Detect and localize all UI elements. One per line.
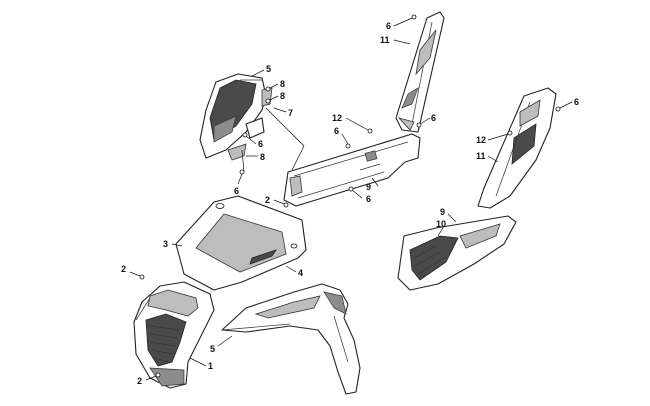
callout-2-upper: 2 (121, 264, 126, 274)
side-panel-upper-left (395, 11, 445, 133)
callout-8-middle: 8 (280, 91, 285, 101)
callout-6-right: 6 (574, 97, 579, 107)
callout-5-fender: 5 (210, 344, 215, 354)
mirror-bracket-assembly (199, 73, 273, 161)
callout-4: 4 (298, 268, 303, 278)
callout-12-right: 12 (476, 135, 486, 145)
callout-8-lower: 8 (260, 152, 265, 162)
callout-2-bottom: 2 (137, 376, 142, 386)
callout-3: 3 (163, 239, 168, 249)
callout-7: 7 (288, 108, 293, 118)
callout-12-left: 12 (332, 113, 342, 123)
alignment-lines (241, 107, 305, 173)
callouts: 6 11 5 8 8 7 6 8 6 12 6 (121, 14, 579, 386)
callout-1: 1 (208, 361, 213, 371)
callout-5-mirror: 5 (266, 64, 271, 74)
callout-9-right: 9 (440, 207, 445, 217)
callout-6-under-rail: 6 (366, 194, 371, 204)
callout-6-bottom-mirror: 6 (234, 186, 239, 196)
callout-6-rail: 6 (334, 126, 339, 136)
callout-11-right: 11 (476, 151, 486, 161)
callout-2-rail: 2 (265, 195, 270, 205)
side-fender-panel (221, 283, 361, 395)
callout-6-mirror: 6 (258, 139, 263, 149)
callout-6-top: 6 (386, 21, 391, 31)
side-rail-right (397, 215, 517, 291)
callout-8-upper: 8 (280, 79, 285, 89)
callout-10: 10 (436, 219, 446, 229)
callout-11-top: 11 (380, 35, 390, 45)
hood-panel (175, 195, 307, 291)
callout-6-rail-right: 6 (431, 113, 436, 123)
callout-9-left: 9 (366, 182, 371, 192)
side-panel-upper-right (477, 87, 557, 209)
front-nose-grille (133, 281, 215, 389)
side-rail-left (283, 133, 421, 207)
